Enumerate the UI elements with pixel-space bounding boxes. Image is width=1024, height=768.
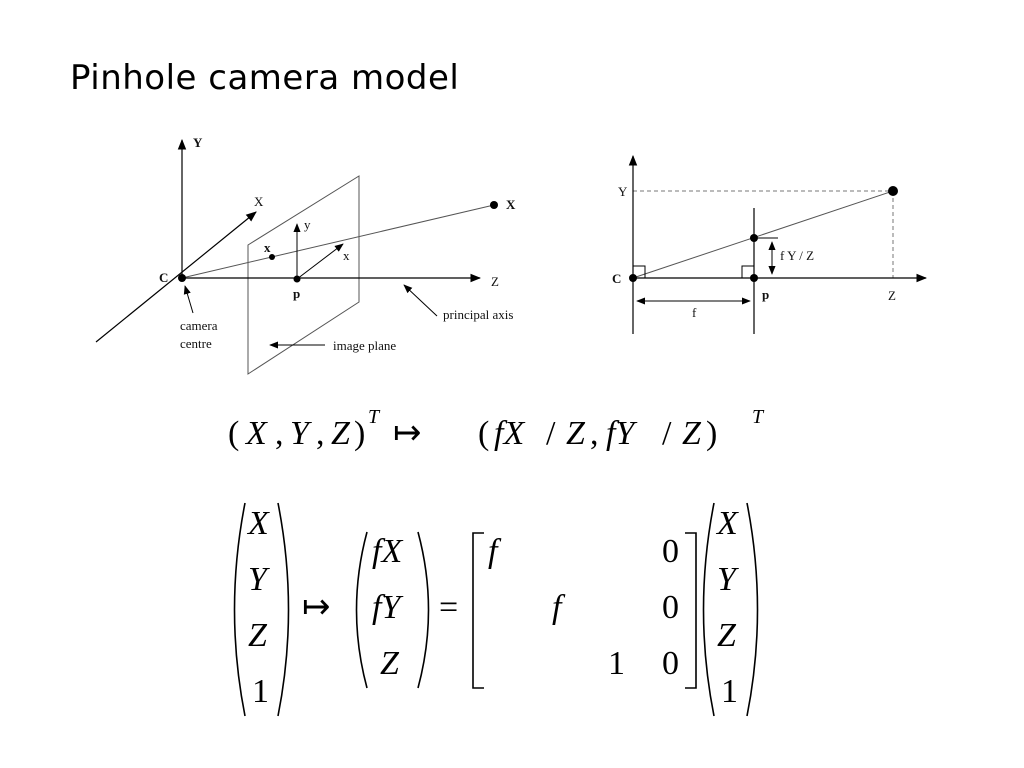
camera-centre-text-1: camera [180, 318, 218, 333]
image-plane-text: image plane [333, 338, 396, 353]
right-camera-center [629, 274, 637, 282]
right-world-point [888, 186, 898, 196]
image-plane [247, 175, 360, 375]
slide-title: Pinhole camera model [70, 58, 460, 98]
image-point-label: x [264, 240, 271, 255]
eq1-close-paren: ) [354, 415, 365, 452]
vec3-entry-1: 1 [721, 673, 738, 710]
right-principal-point [750, 274, 758, 282]
eq1-rhs-close-paren: ) [706, 415, 717, 452]
projection-label: f Y / Z [780, 248, 814, 263]
matrix-r1-c1: f [488, 533, 502, 570]
image-x-label: x [343, 248, 350, 263]
principal-axis-arrow [403, 284, 438, 317]
principal-point-p [293, 275, 301, 283]
eq1-open-paren: ( [228, 415, 239, 452]
vec1-right-paren [277, 502, 290, 717]
eq1-transpose-2: T [752, 406, 765, 428]
projection-equation: ( X , Y , Z ) T ↦ ( fX / Z , fY / Z ) T [228, 406, 765, 452]
right-side-diagram: Y C p Z f f Y / Z [612, 154, 928, 334]
vec2-entry-Z: Z [380, 645, 400, 682]
vec2-entry-fX: fX [372, 533, 403, 570]
right-y-label: Y [618, 184, 628, 199]
x-axis-label: X [254, 194, 264, 209]
matrix-r2-c2: f [552, 589, 566, 626]
eq1-rhs-open-paren: ( [478, 415, 489, 452]
vec2-left-paren [355, 531, 368, 689]
y-axis-label: Y [193, 135, 203, 150]
eq1-comma-3: , [590, 415, 599, 452]
right-z-label: Z [888, 288, 896, 303]
eq2-maps-to: ↦ [302, 589, 331, 626]
world-point-label: X [506, 197, 516, 212]
principal-axis-text: principal axis [443, 307, 513, 322]
matrix-left-bracket [472, 532, 484, 689]
vec3-right-paren [746, 502, 759, 717]
matrix-r3-c4: 0 [662, 645, 679, 682]
x-axis-line [95, 211, 257, 343]
image-y-label: y [304, 217, 311, 232]
vec3-entry-X: X [715, 505, 739, 542]
vec1-entry-1: 1 [252, 673, 269, 710]
eq1-comma-2: , [316, 415, 325, 452]
left-camera-diagram: Y X Z C X x p y x camera centre image pl… [95, 135, 516, 375]
eq1-X: X [244, 415, 268, 452]
eq1-Z: Z [331, 415, 351, 452]
matrix-r3-c3: 1 [608, 645, 625, 682]
homogeneous-equation: X Y Z 1 ↦ fX fY Z = f 0 f 0 1 0 X Y Z 1 [233, 502, 759, 717]
matrix-r2-c4: 0 [662, 589, 679, 626]
right-camera-center-label: C [612, 271, 621, 286]
right-image-point [750, 234, 758, 242]
eq1-slash-1: / [546, 415, 556, 452]
eq1-fX: fX [494, 415, 525, 452]
matrix-r1-c4: 0 [662, 533, 679, 570]
camera-centre-text-2: centre [180, 336, 212, 351]
vec1-entry-Z: Z [248, 617, 268, 654]
image-point-x [269, 254, 275, 260]
world-point-X [490, 201, 498, 209]
vec1-entry-X: X [246, 505, 270, 542]
camera-center-point [178, 274, 186, 282]
image-x-axis [296, 243, 344, 280]
focal-length-label: f [692, 305, 697, 320]
vec3-entry-Y: Y [717, 561, 739, 598]
right-angle-marker-c [633, 265, 646, 278]
vec3-entry-Z: Z [717, 617, 737, 654]
eq1-slash-2: / [662, 415, 672, 452]
vec1-left-paren [233, 502, 246, 717]
right-projection-ray [632, 190, 894, 279]
vec3-left-paren [702, 502, 715, 717]
eq1-fY: fY [606, 415, 637, 452]
projection-ray [181, 204, 495, 279]
right-angle-marker-p [741, 265, 754, 278]
eq1-Z-1: Z [566, 415, 586, 452]
eq1-Z-2: Z [682, 415, 702, 452]
vec2-entry-fY: fY [372, 589, 403, 626]
eq1-Y: Y [290, 415, 312, 452]
vec2-right-paren [417, 531, 430, 689]
eq1-maps-to: ↦ [393, 415, 422, 452]
matrix-right-bracket [685, 532, 697, 689]
eq1-comma-1: , [275, 415, 284, 452]
camera-centre-arrow [183, 285, 194, 314]
eq2-equals: = [439, 589, 458, 626]
right-principal-point-label: p [762, 287, 769, 302]
eq1-transpose-1: T [368, 406, 381, 428]
vec1-entry-Y: Y [248, 561, 270, 598]
principal-point-label: p [293, 286, 300, 301]
camera-center-label: C [159, 270, 168, 285]
z-axis-label: Z [491, 274, 499, 289]
